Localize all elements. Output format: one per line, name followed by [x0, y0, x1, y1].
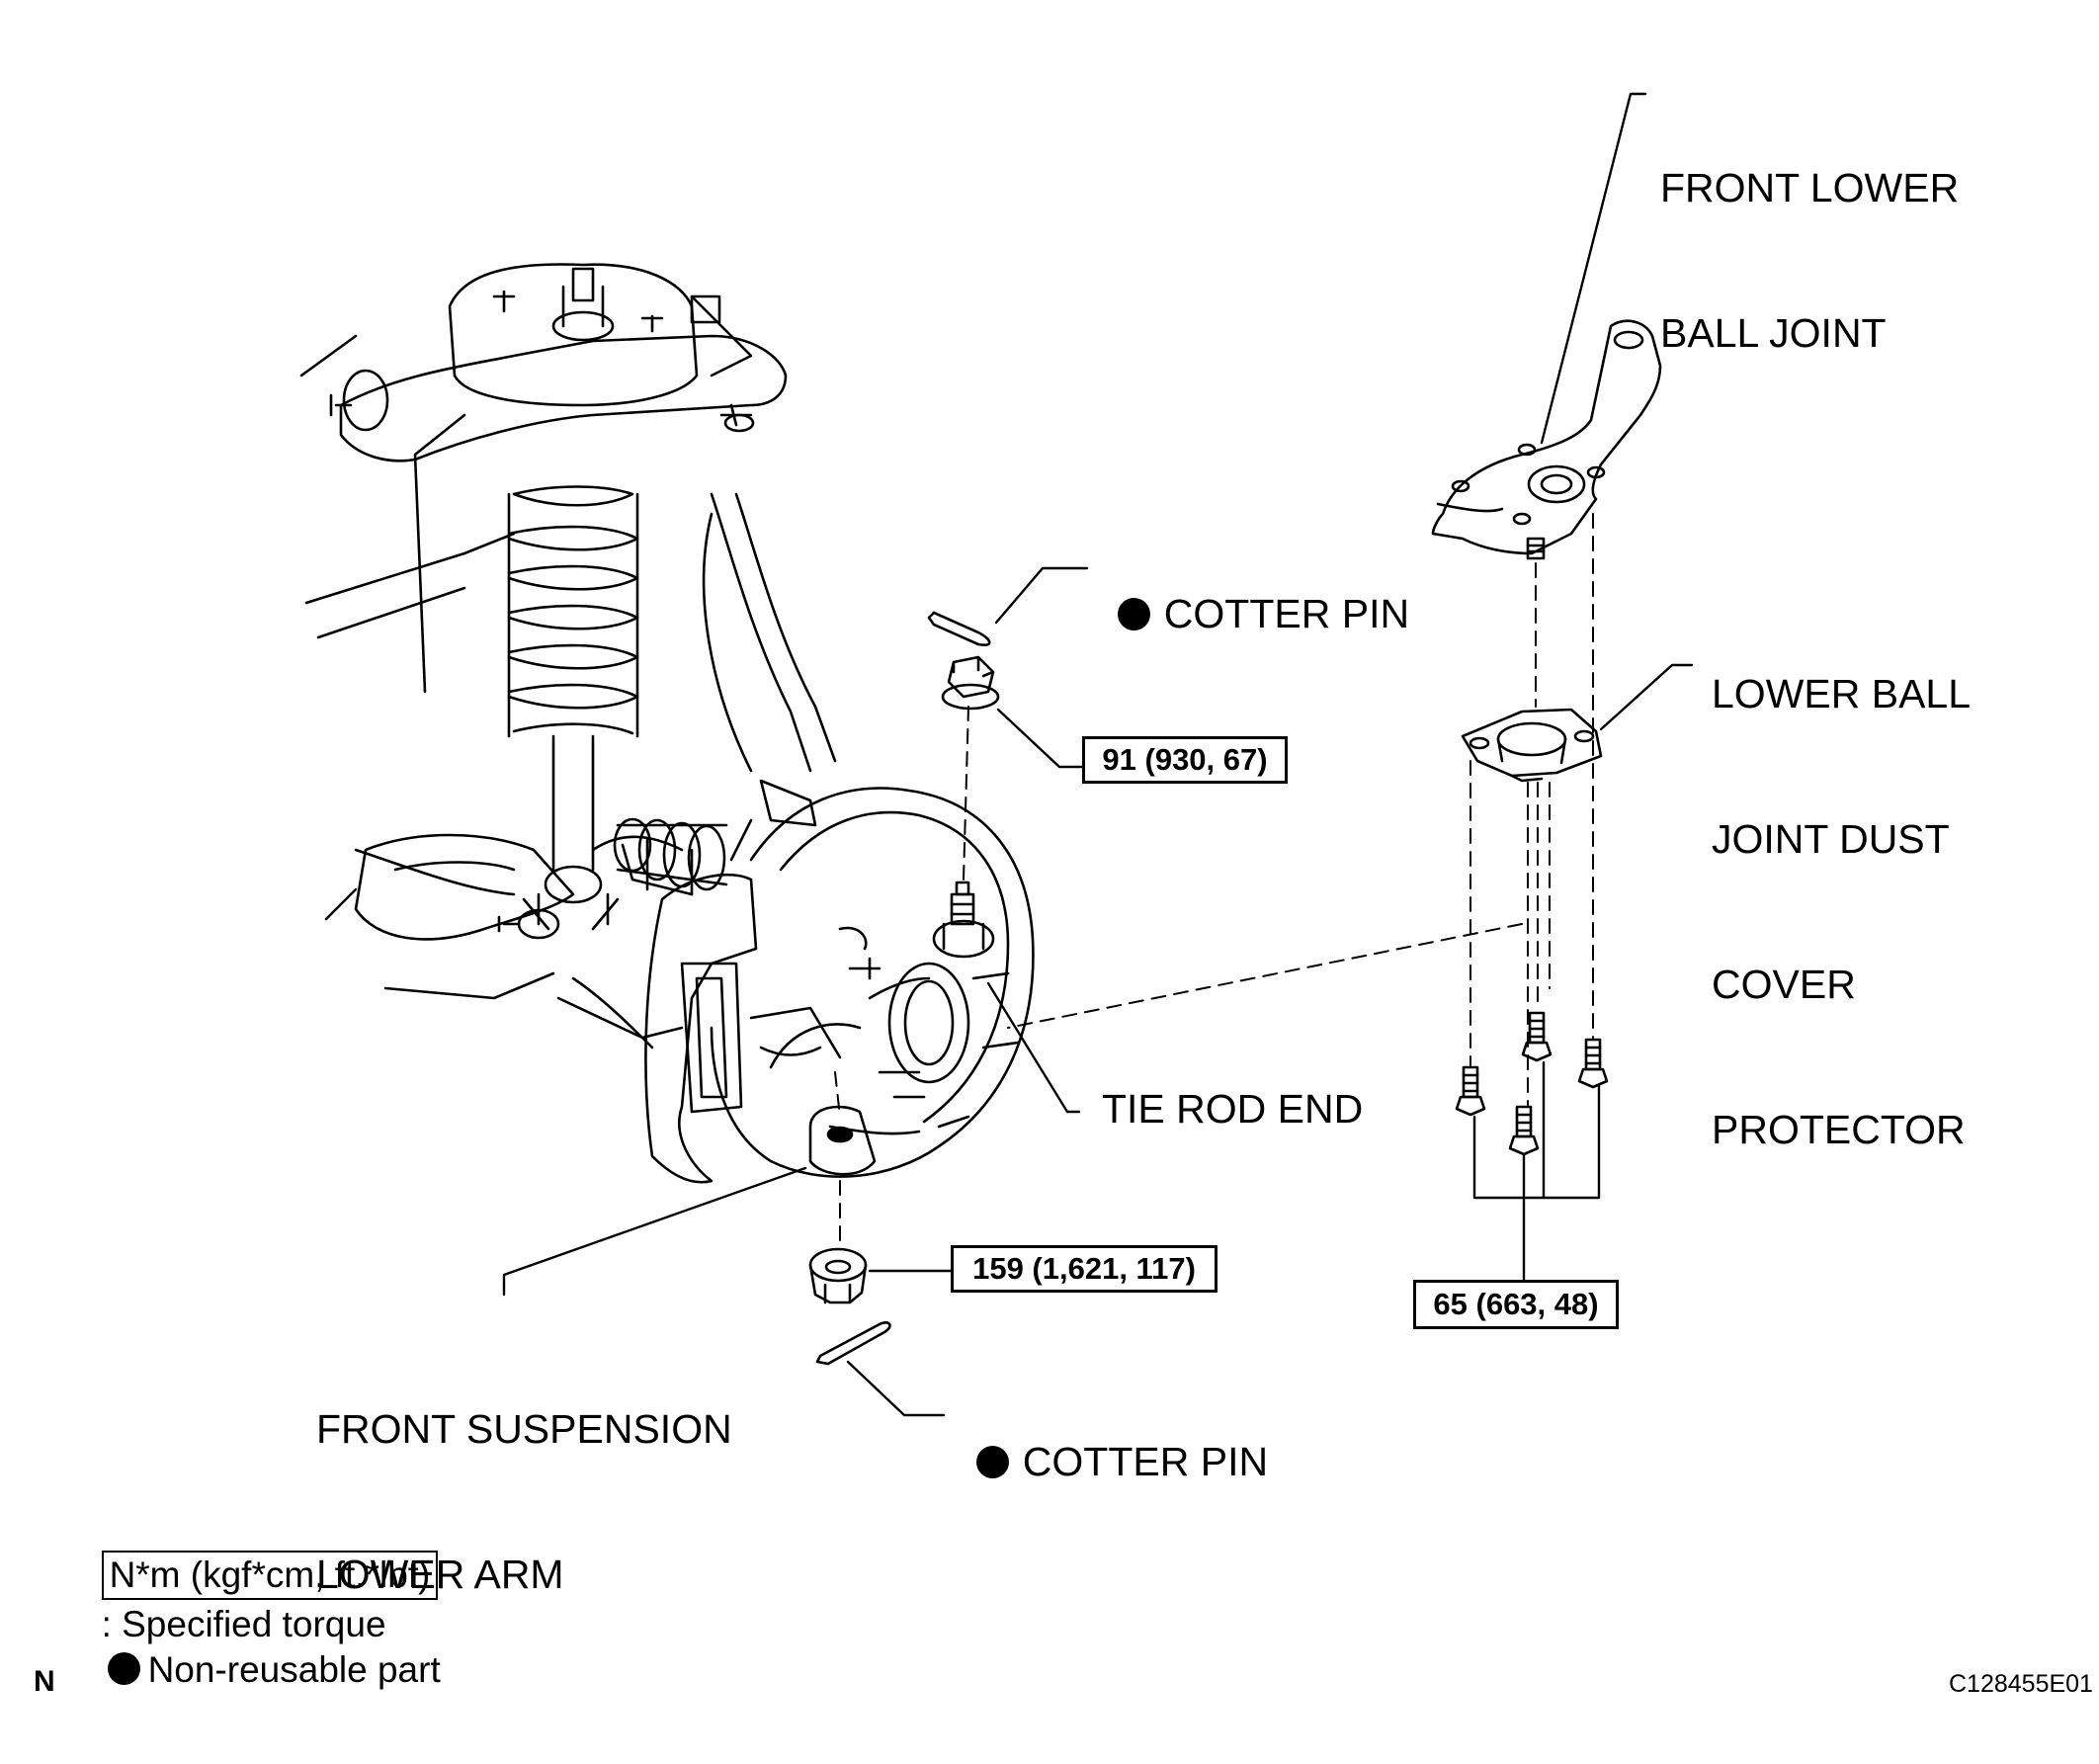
label-front-suspension-lower-arm: FRONT SUSPENSION LOWER ARM [316, 1308, 732, 1647]
dust-cover-protector-part [1463, 710, 1601, 781]
bolt-1 [1457, 1067, 1484, 1115]
frame-outline [301, 336, 682, 1038]
bolt-4 [1510, 1107, 1538, 1154]
leader-lines [504, 94, 1692, 1415]
label-dust-cover-line4: PROTECTOR [1712, 1107, 1966, 1152]
non-reusable-bullet-icon [107, 1652, 140, 1685]
label-lower-arm-line1: FRONT SUSPENSION [316, 1406, 732, 1452]
non-reusable-bullet-icon [975, 1446, 1009, 1478]
steering-knuckle [645, 789, 1033, 1183]
torque-tie-rod-nut: 91 (930, 67) [1082, 736, 1288, 784]
label-dust-cover-line2: JOINT DUST [1712, 816, 1950, 862]
alignment-lines [835, 514, 1593, 1247]
cotter-pin-upper-part [929, 613, 989, 645]
bolt-2 [1523, 1013, 1551, 1060]
knuckle-ball-joint-boss [810, 1107, 875, 1174]
upper-arm-assembly [331, 264, 786, 461]
label-tie-rod-end: TIE ROD END [1102, 1086, 1364, 1132]
figure-code: C128455E01 [1949, 1670, 2093, 1698]
label-dust-cover-line1: LOWER BALL [1712, 671, 1972, 716]
castle-nut-lower-part [810, 1249, 866, 1302]
stabilizer-bar [704, 494, 835, 860]
legend-torque-meaning: : Specified torque [101, 1604, 386, 1644]
legend-torque: N*m (kgf*cm, ft.*lbf) : Specified torque [81, 1502, 439, 1648]
bolt-set [1457, 1013, 1607, 1154]
legend-non-reusable-text: Non-reusable part [147, 1649, 441, 1690]
non-reusable-bullet-icon [1117, 598, 1150, 630]
label-cotter-pin-lower-text: COTTER PIN [1022, 1439, 1269, 1484]
castle-nut-upper-part [943, 657, 998, 709]
front-lower-ball-joint-part [1433, 321, 1660, 558]
coil-spring [509, 487, 637, 930]
label-cotter-pin-upper: COTTER PIN [1095, 542, 1409, 638]
corner-letter: N [34, 1665, 55, 1698]
torque-ball-joint-nut: 159 (1,621, 117) [951, 1245, 1217, 1293]
legend-non-reusable: Non-reusable part [87, 1597, 441, 1694]
label-front-lower-ball-joint: FRONT LOWER BALL JOINT [1660, 67, 1959, 406]
label-cotter-pin-upper-text: COTTER PIN [1163, 591, 1410, 636]
cotter-pin-lower-part [817, 1322, 889, 1364]
legend-torque-units-box: N*m (kgf*cm, ft.*lbf) [101, 1551, 439, 1600]
bolt-3 [1579, 1040, 1607, 1087]
tie-rod-end-part [934, 882, 993, 957]
label-lower-arm-line2: LOWER ARM [316, 1552, 564, 1597]
torque-ball-joint-bolts: 65 (663, 48) [1413, 1280, 1619, 1329]
label-front-lower-ball-joint-line1: FRONT LOWER [1660, 165, 1960, 210]
label-front-lower-ball-joint-line2: BALL JOINT [1660, 310, 1887, 356]
label-dust-cover-protector: LOWER BALL JOINT DUST COVER PROTECTOR [1712, 573, 1971, 1203]
label-cotter-pin-lower: COTTER PIN [954, 1389, 1268, 1486]
label-dust-cover-line3: COVER [1712, 962, 1856, 1007]
